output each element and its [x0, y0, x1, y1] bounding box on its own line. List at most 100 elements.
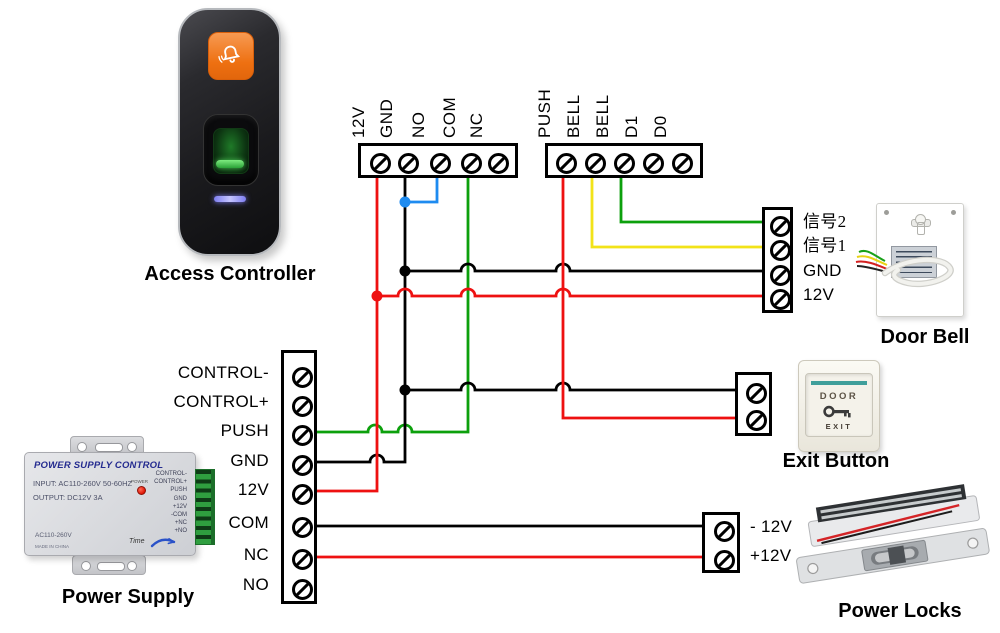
keyhole-mount-slot [917, 222, 925, 235]
time-adjust-arrow-icon [150, 538, 176, 548]
lock-terminal-block-label: - 12V [750, 517, 793, 536]
access-controller-image [178, 8, 281, 256]
wire-bell-to-doorbell-signal1 [590, 178, 762, 249]
psu-title: POWER SUPPLY CONTROL [34, 460, 164, 471]
psu-pin-label: CONTROL+ [154, 479, 187, 486]
terminal-screw-icon [584, 152, 606, 174]
lock-terminal-block-label: +12V [750, 546, 792, 565]
controller-io-terminal-block [545, 143, 703, 178]
lock-terminal-block [702, 512, 740, 573]
psu-output-rating: OUTPUT: DC12V 3A [33, 493, 103, 502]
magnetic-lock [807, 484, 980, 547]
fingerprint-scan-light [215, 160, 244, 168]
psu-pin-label: -COM [171, 512, 187, 519]
exit-button-plate[interactable]: DOOR EXIT [805, 373, 873, 437]
bell-icon [217, 45, 240, 63]
terminal-screw-icon [291, 578, 313, 600]
psu-terminal-block-label: NC [243, 545, 269, 564]
exit-button-teal-stripe [811, 381, 867, 385]
key-icon [823, 405, 851, 418]
psu-terminal-block-label: COM [228, 513, 269, 532]
doorbell-terminal-block-label: GND [803, 261, 842, 280]
psu-terminal-block-label: PUSH [220, 421, 269, 440]
bell-screw-icon [884, 210, 889, 215]
controller-io-terminal-block-label: PUSH [535, 88, 554, 138]
terminal-screw-icon [642, 152, 664, 174]
controller-power-terminal-block-label: COM [440, 96, 459, 138]
controller-power-terminal-block-label: NO [409, 111, 428, 139]
bell-screw-icon [951, 210, 956, 215]
psu-origin-label: MADE IN CHINA [35, 544, 70, 549]
controller-io-terminal-block-label: D1 [622, 115, 641, 138]
terminal-screw-icon [713, 549, 735, 571]
psu-terminal-block-label: GND [230, 451, 269, 470]
controller-power-terminal-block-label: 12V [349, 106, 368, 138]
psu-time-label: Time [129, 538, 145, 545]
doorbell-terminal-block [762, 207, 793, 313]
psu-pin-label: +12V [172, 503, 187, 510]
terminal-screw-icon [671, 152, 693, 174]
terminal-screw-icon [613, 152, 635, 174]
doorbell-terminal-block-label: 信号1 [803, 236, 847, 255]
psu-terminal-block [281, 350, 317, 604]
wire-junction-dot [399, 384, 411, 396]
wire-no-to-gnd-jumper [405, 178, 439, 204]
mounting-tab-bottom [72, 555, 146, 575]
terminal-screw-icon [291, 366, 313, 388]
exit-terminal-block [735, 372, 772, 436]
terminal-screw-icon [291, 483, 313, 505]
wire-junction-dot [371, 290, 383, 302]
terminal-screw-icon [429, 152, 451, 174]
controller-io-terminal-block-label: BELL [593, 94, 612, 138]
terminal-screw-icon [291, 516, 313, 538]
psu-terminal-block-label: NO [242, 575, 269, 594]
terminal-screw-icon [555, 152, 577, 174]
wire-junction-dot [399, 196, 411, 208]
terminal-screw-icon [769, 239, 791, 261]
mounting-tab-top [70, 436, 144, 456]
psu-terminal-block-label: CONTROL+ [173, 392, 269, 411]
terminal-screw-icon [487, 152, 509, 174]
status-led [213, 196, 246, 202]
green-terminal-connector [195, 469, 215, 545]
psu-pin-label: +NC [174, 520, 187, 527]
power-supply-caption: Power Supply [61, 586, 195, 608]
terminal-screw-icon [745, 409, 767, 431]
controller-power-terminal-block-label: GND [377, 98, 396, 138]
wire-gnd-rail-to-exit-button [405, 381, 735, 392]
psu-voltage-label: AC110-260V [35, 532, 72, 539]
terminal-screw-icon [745, 382, 767, 404]
doorbell-terminal-block-label: 信号2 [803, 212, 847, 231]
psu-terminal-block-label: 12V [237, 480, 269, 499]
door-bell-caption: Door Bell [880, 326, 970, 348]
terminal-screw-icon [291, 395, 313, 417]
controller-power-terminal-block-label: NC [467, 112, 486, 138]
wire-junction-dot [399, 265, 411, 277]
terminal-screw-icon [769, 215, 791, 237]
terminal-screw-icon [713, 520, 735, 542]
terminal-screw-icon [291, 548, 313, 570]
wire-io-push-to-exit-button [561, 178, 735, 420]
doorbell-button[interactable] [207, 32, 254, 80]
wire-12v-rail-to-doorbell [377, 287, 762, 298]
terminal-screw-icon [769, 264, 791, 286]
wire-gnd-rail-to-doorbell [405, 262, 762, 273]
terminal-screw-icon [291, 424, 313, 446]
electric-strike-lock [796, 528, 990, 584]
power-led [137, 486, 146, 495]
terminal-screw-icon [460, 152, 482, 174]
exit-door-text: DOOR [819, 391, 859, 402]
power-supply-case: POWER SUPPLY CONTROL INPUT: AC110-260V 5… [24, 452, 215, 556]
terminal-screw-icon [291, 454, 313, 476]
wire-gnd-to-psu-gnd [317, 178, 407, 464]
controller-io-terminal-block-label: D0 [651, 115, 670, 138]
controller-io-terminal-block-label: BELL [564, 94, 583, 138]
power-locks-caption: Power Locks [838, 600, 962, 622]
controller-power-terminal-block [358, 143, 518, 178]
exit-exit-text: EXIT [825, 422, 853, 431]
wire-com-to-psu-push [317, 178, 470, 434]
power-locks-image [796, 484, 990, 584]
